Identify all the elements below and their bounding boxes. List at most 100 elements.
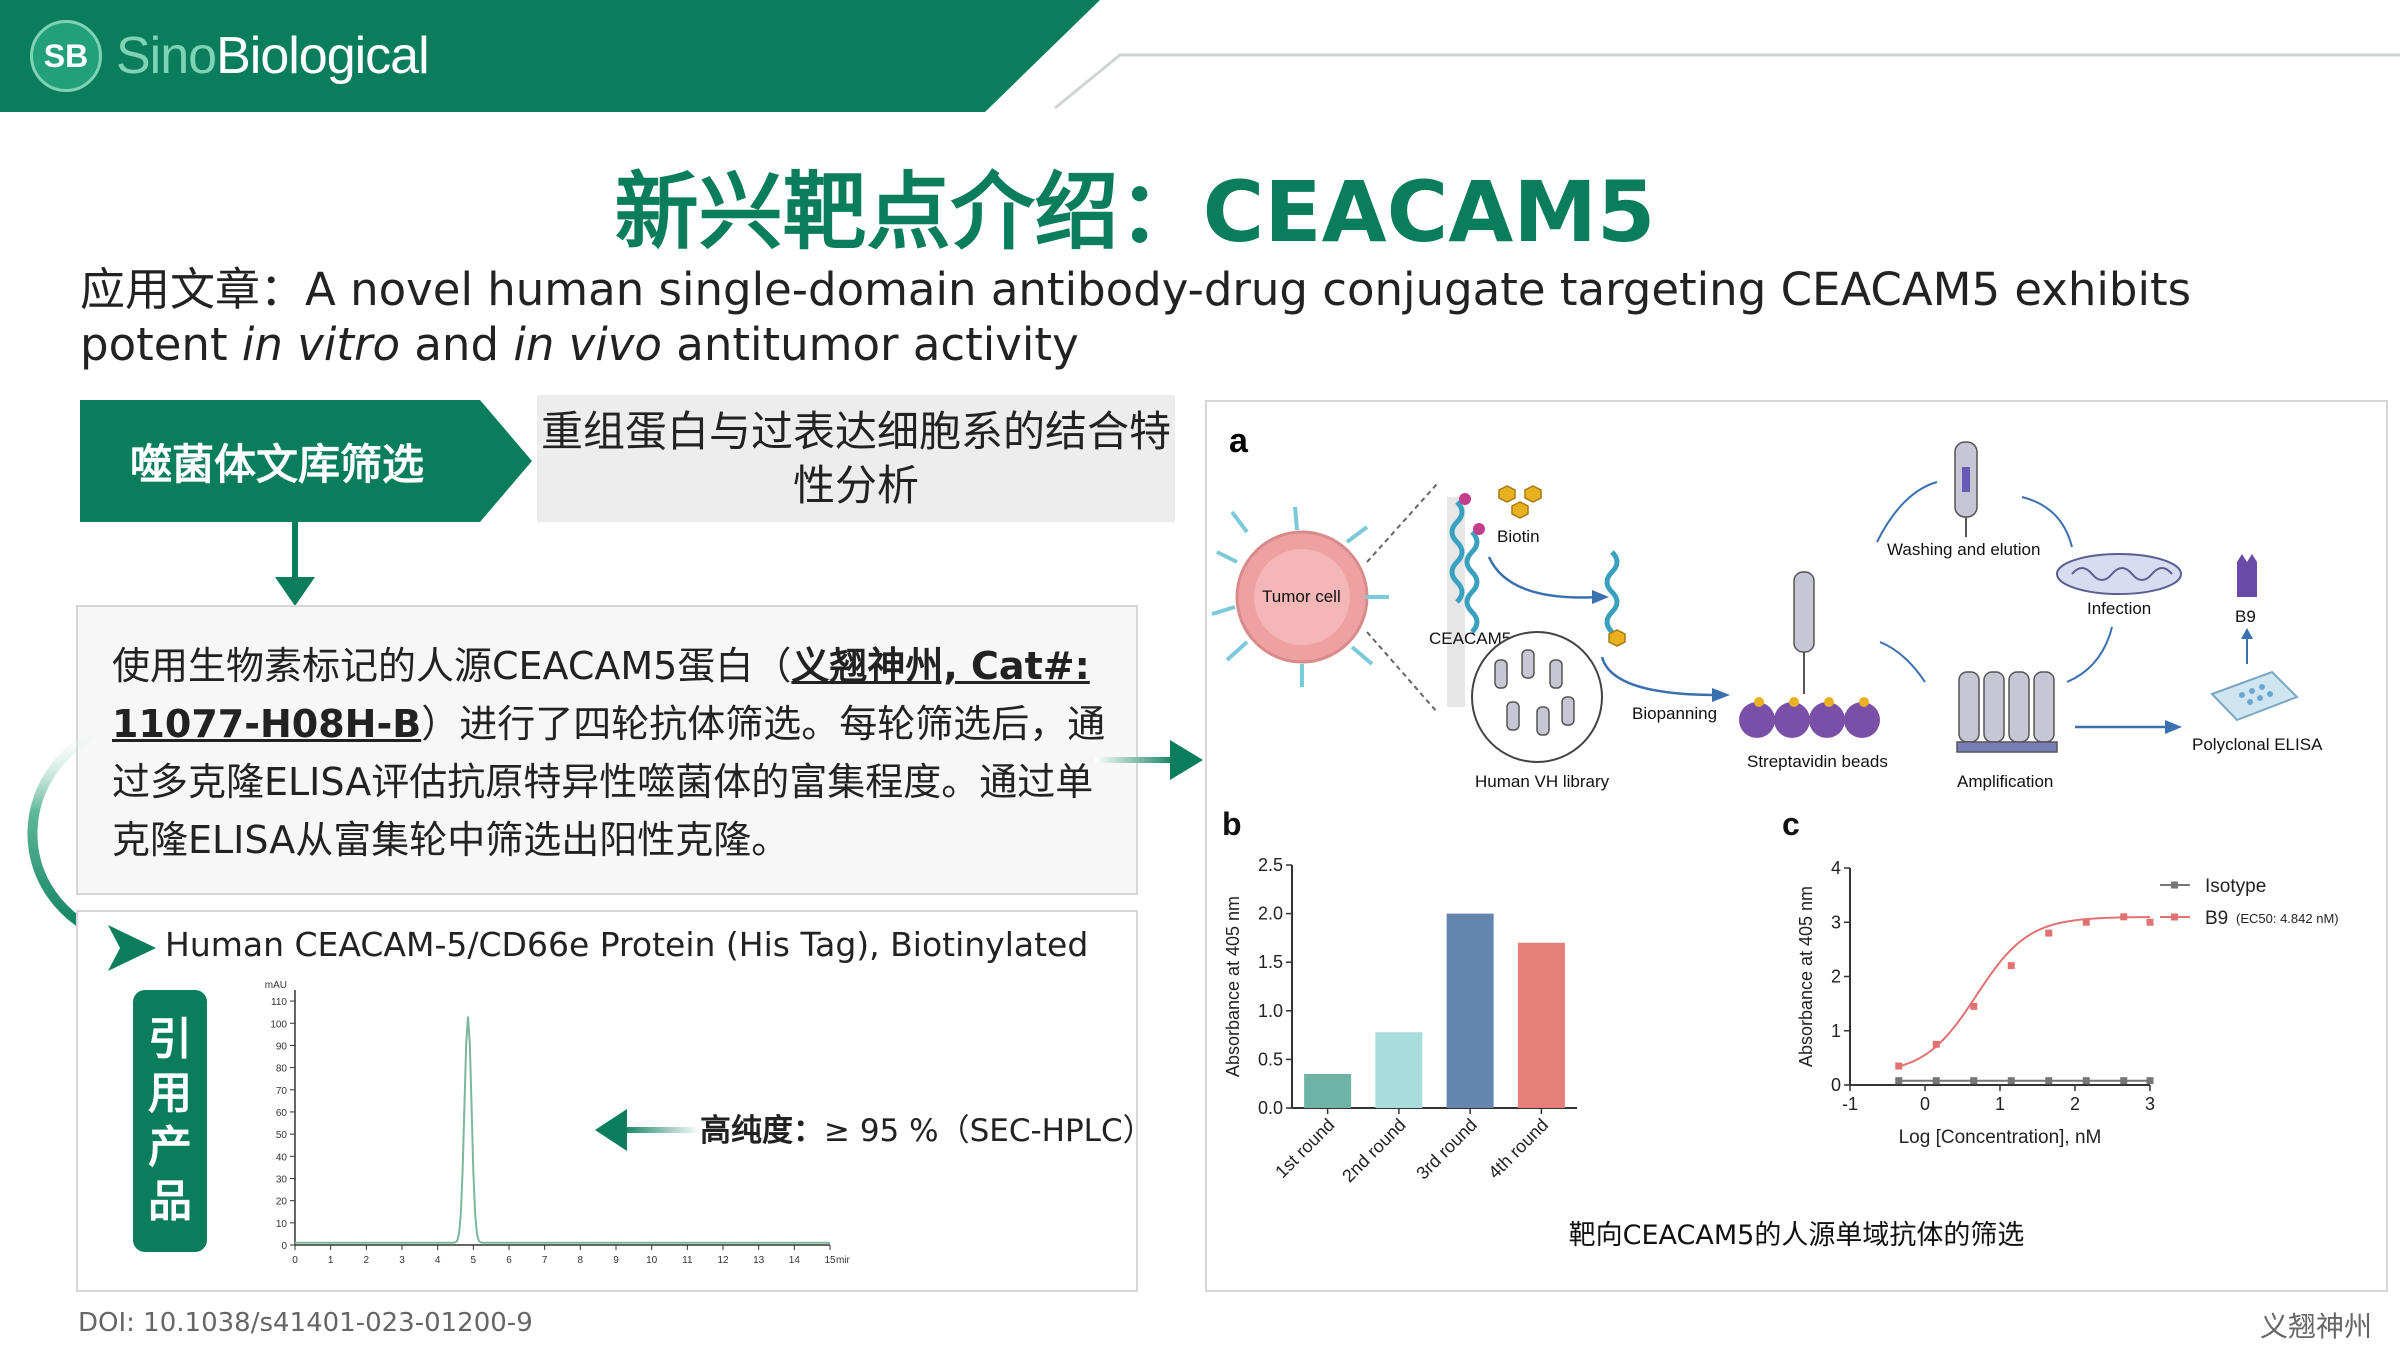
hplc-x-tick-label: 2 <box>364 1255 370 1266</box>
hplc-y-tick-label: 50 <box>276 1130 288 1141</box>
hplc-x-tick-label: 0 <box>292 1255 298 1266</box>
company-logo[interactable]: SB SinoBiological <box>30 16 430 96</box>
logo-text: SinoBiological <box>116 27 430 85</box>
biotin-label: Biotin <box>1497 527 1540 546</box>
washing-phage-icon <box>1954 441 1978 537</box>
legend-marker-b9 <box>2171 913 2178 921</box>
hplc-y-tick-label: 100 <box>270 1019 287 1030</box>
hplc-y-tick-label: 30 <box>276 1174 288 1185</box>
cited-product-label: 引用产品 <box>133 990 207 1252</box>
product-name-link[interactable]: Human CEACAM-5/CD66e Protein (His Tag), … <box>165 925 1089 964</box>
polyclonal-elisa-label: Polyclonal ELISA <box>2192 735 2323 754</box>
ceacam5-icon <box>1447 493 1485 707</box>
bar-2 <box>1375 1032 1423 1108</box>
tumor-cell-icon <box>1211 506 1389 687</box>
description-box: 使用生物素标记的人源CEACAM5蛋白（义翘神州, Cat#: 11077-H0… <box>76 605 1138 895</box>
series-point-b9 <box>2007 962 2015 970</box>
hplc-y-tick-label: 40 <box>276 1152 288 1163</box>
b9-label: B9 <box>2235 607 2256 626</box>
series-point-isotype <box>1970 1077 1978 1085</box>
hplc-x-tick-label: 11 <box>682 1255 693 1266</box>
amplification-icon <box>1956 671 2058 753</box>
series-point-isotype <box>2045 1077 2053 1085</box>
footer-brand: 义翘神州 <box>2260 1310 2373 1343</box>
hplc-x-tick-label: 4 <box>435 1255 441 1266</box>
hplc-x-tick-label: 8 <box>578 1255 584 1266</box>
hplc-x-tick-label: 13 <box>753 1255 765 1266</box>
catalog-link[interactable]: 义翘神州, Cat#: 11077-H08H-B <box>112 644 1090 746</box>
series-point-b9 <box>2120 913 2128 921</box>
washing-label: Washing and elution <box>1887 540 2040 559</box>
hplc-x-tick-label: 10 <box>646 1255 658 1266</box>
header-band <box>0 0 1100 112</box>
legend-label-b9: B9 <box>2205 908 2228 929</box>
line-x-tick-label: 1 <box>1995 1094 2005 1114</box>
hplc-y-tick-label: 110 <box>271 997 287 1008</box>
bar-category-label: 2nd round <box>1338 1115 1409 1186</box>
legend-label-isotype: Isotype <box>2205 876 2266 897</box>
figure-caption: 靶向CEACAM5的人源单域抗体的筛选 <box>1568 1220 2025 1251</box>
infection-icon <box>2056 553 2182 595</box>
hplc-x-tick-label: 3 <box>399 1255 405 1266</box>
tab-phage-library-screening[interactable]: 噬菌体文库筛选 <box>80 400 532 522</box>
bar-category-label: 3rd round <box>1412 1115 1481 1184</box>
hplc-trace <box>295 1016 830 1244</box>
purity-text: 高纯度：≥ 95 %（SEC-HPLC） <box>700 1113 1154 1149</box>
line-x-axis-label: Log [Concentration], nM <box>1899 1127 2102 1148</box>
hplc-x-tick-label: 12 <box>717 1255 729 1266</box>
series-point-b9 <box>2045 929 2053 937</box>
logo-badge-icon: SB <box>30 20 102 92</box>
series-point-b9 <box>1970 1002 1978 1010</box>
series-point-b9 <box>1895 1062 1903 1070</box>
bar-y-tick-label: 0.0 <box>1258 1098 1283 1118</box>
left-arrow-icon <box>595 1109 700 1151</box>
line-x-tick-label: -1 <box>1842 1094 1858 1114</box>
bar-y-tick-label: 0.5 <box>1258 1049 1283 1069</box>
product-box <box>76 910 1138 1292</box>
biopanning-label: Biopanning <box>1632 704 1717 723</box>
tumor-cell-label: Tumor cell <box>1262 587 1341 606</box>
hplc-x-tick-label: 1 <box>328 1255 334 1266</box>
series-point-b9 <box>2146 918 2154 926</box>
series-point-b9 <box>2082 918 2090 926</box>
series-point-isotype <box>2120 1077 2128 1085</box>
line-y-axis-label: Absorbance at 405 nm <box>1796 886 1816 1067</box>
human-vh-library-icon <box>1471 631 1603 763</box>
hplc-x-tick-label: 7 <box>542 1255 548 1266</box>
right-arrow-icon <box>1095 740 1203 780</box>
hplc-y-tick-label: 80 <box>276 1064 288 1075</box>
line-y-tick-label: 2 <box>1831 967 1841 987</box>
doi-reference[interactable]: DOI: 10.1038/s41401-023-01200-9 <box>78 1308 533 1338</box>
biotin-icon <box>1498 485 1542 519</box>
tab-binding-analysis[interactable]: 重组蛋白与过表达细胞系的结合特性分析 <box>537 395 1175 522</box>
bar-3 <box>1446 913 1494 1108</box>
figure-box <box>1205 400 2388 1292</box>
human-vh-library-label: Human VH library <box>1475 772 1610 791</box>
hplc-x-tick-label: 9 <box>613 1255 619 1266</box>
b9-antibody-icon <box>2237 554 2257 597</box>
legend-marker-isotype <box>2171 881 2178 889</box>
line-x-tick-label: 0 <box>1920 1094 1930 1114</box>
article-subtitle: 应用文章：A novel human single-domain antibod… <box>80 263 2192 371</box>
ceacam5-label: CEACAM5 <box>1429 629 1511 648</box>
hplc-x-tick-label: 15 <box>824 1255 836 1266</box>
hplc-y-tick-label: 90 <box>276 1041 288 1052</box>
elisa-plate-icon <box>2210 670 2299 722</box>
hplc-y-tick-label: 10 <box>276 1219 288 1230</box>
page-title: 新兴靶点介绍：CEACAM5 <box>614 163 1656 261</box>
legend-note-b9: (EC50: 4.842 nM) <box>2236 911 2339 926</box>
bar-category-label: 1st round <box>1271 1115 1338 1182</box>
bar-category-label: 4th round <box>1484 1115 1552 1183</box>
bar-y-tick-label: 2.0 <box>1258 904 1283 924</box>
series-point-isotype <box>2082 1077 2090 1085</box>
bar-y-tick-label: 1.0 <box>1258 1001 1283 1021</box>
streptavidin-beads-label: Streptavidin beads <box>1747 752 1888 771</box>
hplc-x-tick-label: 5 <box>471 1255 477 1266</box>
biotinylated-ceacam5-icon <box>1604 550 1626 647</box>
line-x-tick-label: 3 <box>2145 1094 2155 1114</box>
product-arrow-icon <box>108 925 156 971</box>
hplc-y-axis-label: mAU <box>265 980 287 991</box>
hplc-y-tick-label: 70 <box>276 1086 288 1097</box>
